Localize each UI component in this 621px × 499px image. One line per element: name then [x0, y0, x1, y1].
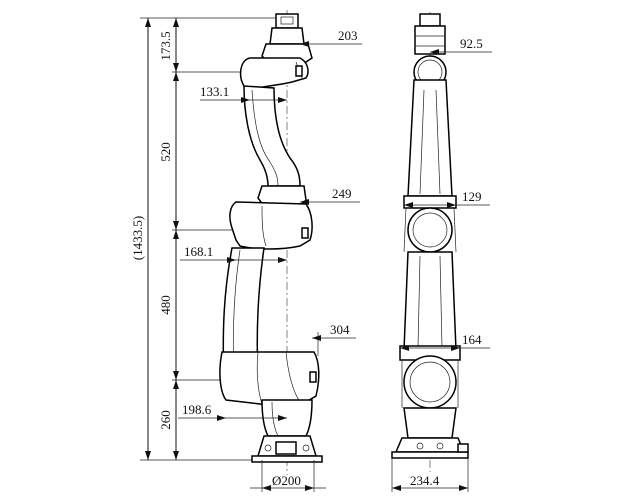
dim-upper-arm: 520 [158, 142, 173, 162]
front-horizontal-dims [178, 41, 362, 492]
dim-base-diameter: Ø200 [272, 473, 301, 488]
dim-side-mid: 129 [462, 189, 482, 204]
side-view [391, 12, 469, 472]
dim-side-low: 164 [462, 332, 482, 347]
vertical-dimension-chain [140, 17, 275, 461]
side-horizontal-dims [391, 49, 492, 492]
dim-base-height: 260 [158, 410, 173, 430]
dim-elbow-width: 249 [332, 186, 352, 201]
dim-side-top: 92.5 [460, 36, 483, 51]
dim-offset-1: 133.1 [200, 84, 229, 99]
dim-forearm: 480 [158, 295, 173, 315]
dim-shoulder-width: 304 [330, 322, 350, 337]
dim-offset-3: 198.6 [182, 402, 212, 417]
dim-total: (1433.5) [130, 216, 145, 260]
dim-top-vertical: 173.5 [158, 31, 173, 60]
dim-offset-2: 168.1 [184, 244, 213, 259]
front-view [219, 10, 323, 475]
dim-top-width: 203 [338, 28, 358, 43]
dim-side-base: 234.4 [410, 473, 440, 488]
